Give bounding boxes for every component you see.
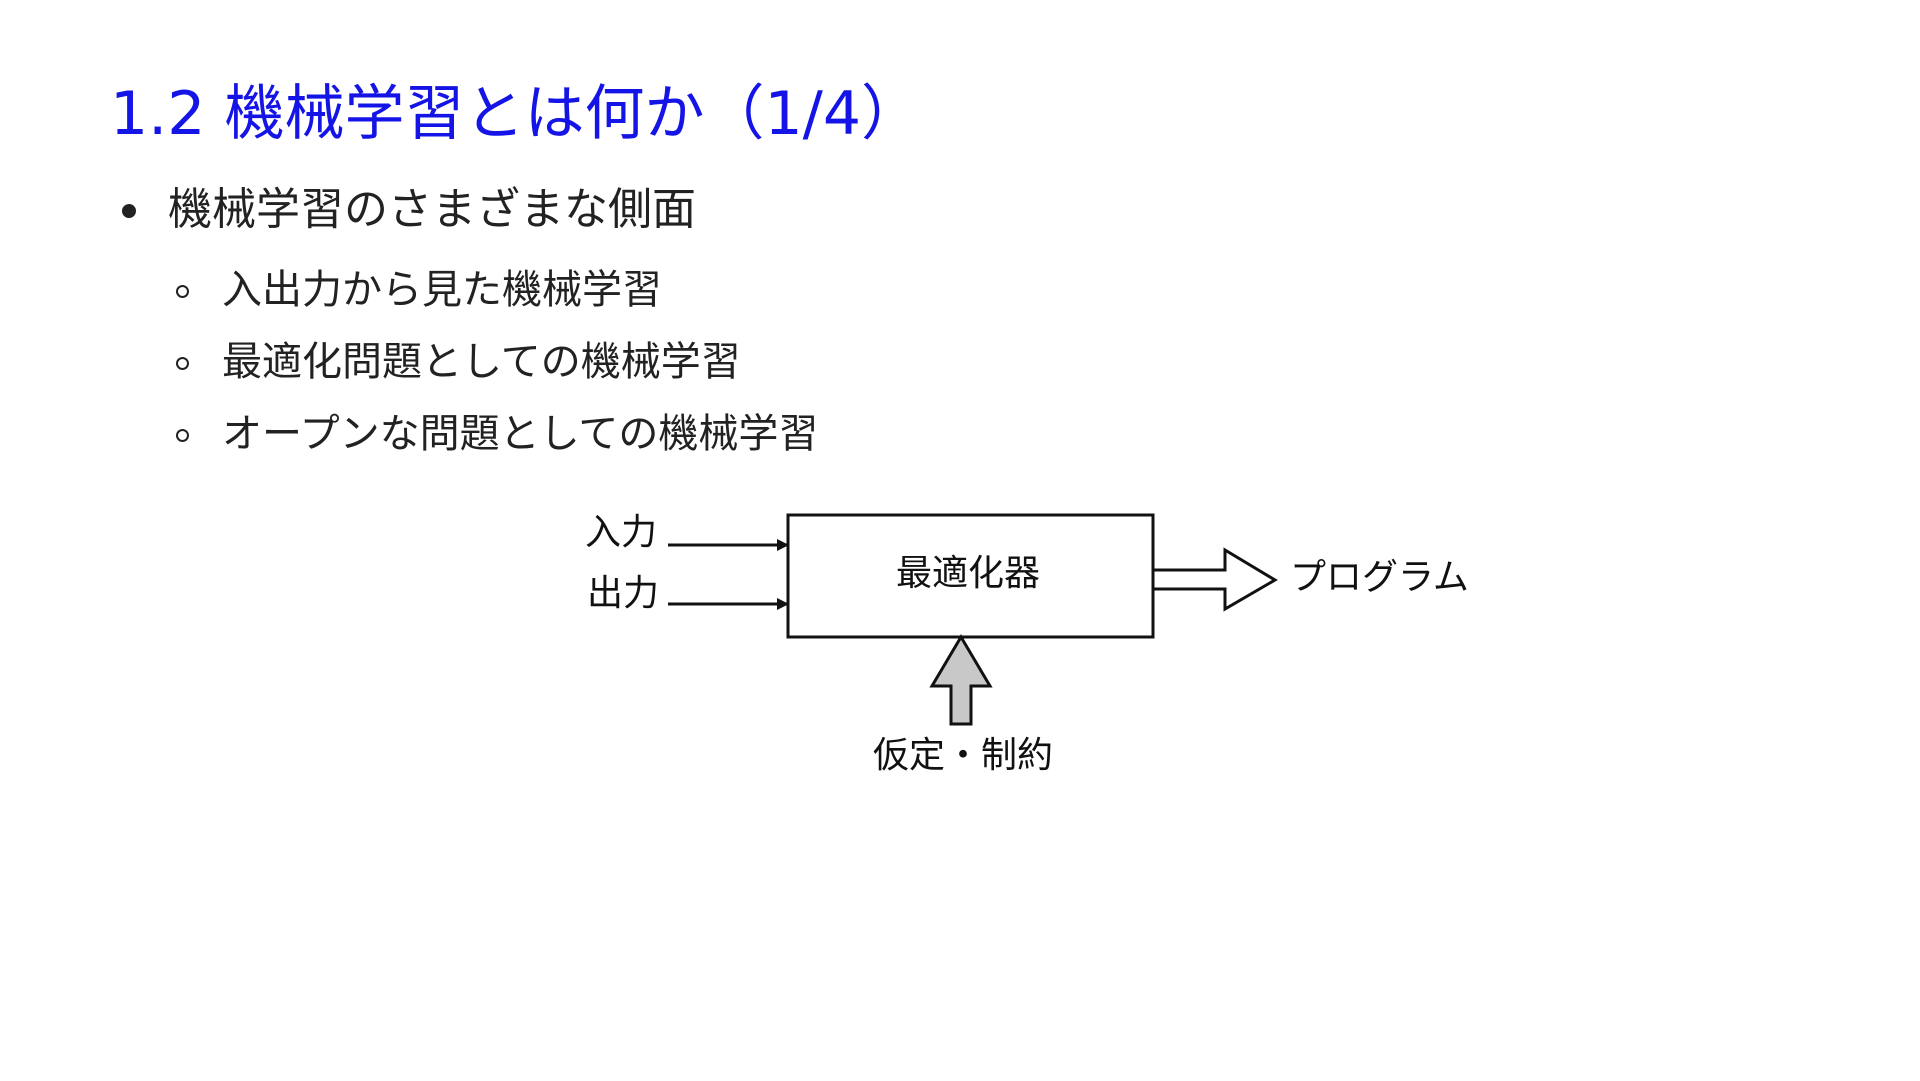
bullet-item: 機械学習のさまざまな側面 (122, 182, 696, 238)
sub-bullet-circle-icon (176, 285, 189, 298)
sub-bullet-text: 入出力から見た機械学習 (222, 267, 662, 313)
sub-bullet-item: 最適化問題としての機械学習 (176, 337, 741, 387)
program-output-arrow (1151, 547, 1278, 612)
sub-bullet-circle-icon (176, 429, 189, 442)
sub-bullet-circle-icon (176, 357, 189, 370)
optimizer-label: 最適化器 (896, 553, 1041, 594)
sub-bullet-text: オープンな問題としての機械学習 (222, 411, 819, 457)
assumption-arrow (929, 634, 993, 726)
sub-bullet-item: オープンな問題としての機械学習 (176, 409, 819, 459)
program-label: プログラム (1290, 557, 1469, 598)
bullet-dot-icon (122, 204, 136, 218)
slide-title: 1.2 機械学習とは何か（1/4） (110, 79, 922, 149)
input-label: 入力 (585, 512, 658, 553)
assumption-label: 仮定・制約 (873, 735, 1054, 776)
bullet-text: 機械学習のさまざまな側面 (168, 184, 696, 235)
sub-bullet-text: 最適化問題としての機械学習 (222, 339, 741, 385)
optimizer-box (786, 513, 1155, 639)
sub-bullet-item: 入出力から見た機械学習 (176, 265, 662, 315)
output-label: 出力 (587, 573, 660, 614)
